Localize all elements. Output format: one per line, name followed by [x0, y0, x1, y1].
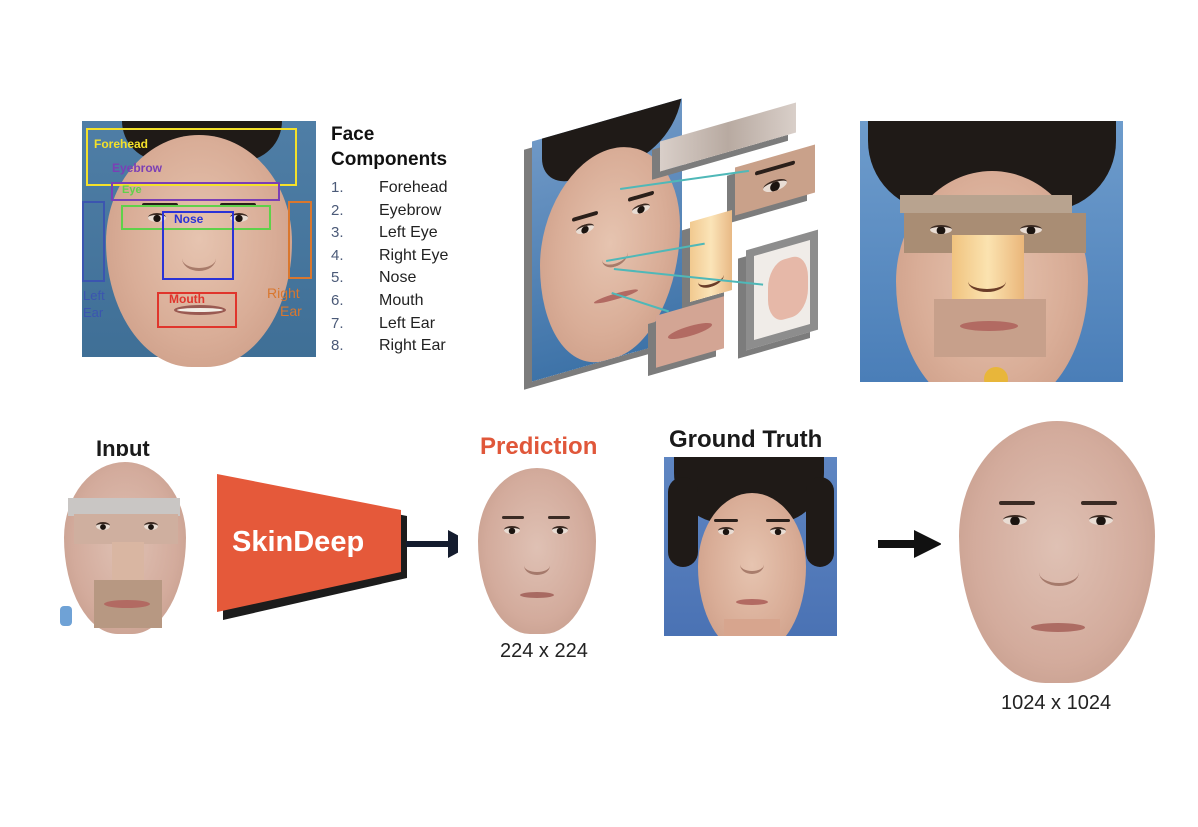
model-trapezoid — [217, 474, 401, 612]
legend-item-label: Mouth — [379, 291, 424, 309]
mouth-box — [157, 292, 237, 328]
upscaled-face — [941, 415, 1173, 690]
legend-item: 8. Right Ear — [331, 335, 448, 358]
legend-item-number: 1. — [331, 179, 344, 196]
ground-truth-label: Ground Truth — [669, 426, 823, 453]
ear-component — [746, 229, 818, 351]
right-ear-label-line1: Right — [267, 285, 300, 301]
prediction-face — [458, 464, 615, 638]
arrow-right-icon — [878, 530, 942, 558]
nose-component — [690, 209, 732, 303]
legend-item-number: 7. — [331, 314, 344, 332]
legend-title: Face Components — [331, 122, 447, 172]
legend-item: 6. Mouth — [331, 290, 448, 313]
composited-face-photo — [860, 121, 1123, 382]
skindeep-model-block — [217, 474, 407, 620]
legend-item-label: Eyebrow — [379, 201, 442, 219]
legend-list: 1. Forehead 2. Eyebrow 3. Left Eye 4. Right … — [331, 177, 448, 358]
model-name-label: SkinDeep — [232, 526, 365, 558]
eye-component — [735, 144, 815, 216]
legend-item-label: Left Eye — [379, 224, 438, 242]
legend-title-line2: Components — [331, 149, 448, 170]
nose-box — [162, 211, 234, 280]
upscaled-size-label: 1024 x 1024 — [1001, 692, 1112, 714]
right-ear-label-line2: Ear — [280, 303, 302, 319]
legend-item: 5. Nose — [331, 267, 448, 290]
nose — [182, 246, 216, 271]
legend-item: 3. Left Eye — [331, 222, 448, 245]
eyebrow-box — [111, 182, 280, 201]
legend-item: 1. Forehead — [331, 177, 448, 200]
right-ear-box — [288, 201, 312, 279]
mouth — [174, 305, 226, 315]
left-ear-label-line2: Ear — [83, 305, 104, 320]
left-ear-label-line1: Left — [83, 288, 105, 303]
forehead-box — [86, 128, 297, 186]
left-eye — [148, 213, 166, 222]
ground-truth-face — [664, 457, 837, 636]
eye-box-label: Eye — [122, 184, 142, 196]
prediction-label: Prediction — [480, 433, 598, 460]
legend-item-number: 3. — [331, 224, 344, 242]
eye-box — [121, 205, 271, 230]
legend-item-label: Nose — [379, 269, 417, 287]
mouth-box-label: Mouth — [169, 292, 205, 306]
input-face — [38, 456, 198, 642]
legend-item-label: Forehead — [379, 179, 448, 196]
annotated-face-photo: Forehead Eyebrow Eye Nose Mouth Left Ear… — [82, 121, 316, 367]
legend-item-number: 2. — [331, 201, 344, 219]
prediction-size-label: 224 x 224 — [500, 640, 588, 662]
right-eye — [230, 213, 248, 222]
legend-item-label: Right Ear — [379, 337, 446, 355]
left-ear-box — [82, 201, 105, 282]
legend-item: 4. Right Eye — [331, 245, 448, 268]
legend-item-number: 6. — [331, 291, 344, 309]
legend-item-label: Right Eye — [379, 246, 449, 264]
legend-item: 2. Eyebrow — [331, 200, 448, 223]
legend-item-number: 5. — [331, 269, 344, 287]
exploded-components-diagram — [520, 98, 840, 382]
forehead-box-label: Forehead — [94, 137, 149, 151]
legend-item-label: Left Ear — [379, 314, 436, 332]
legend-item-number: 4. — [331, 246, 344, 264]
nose-box-label: Nose — [174, 212, 204, 226]
legend-item: 7. Left Ear — [331, 313, 448, 336]
eyebrow-box-label: Eyebrow — [112, 161, 163, 175]
legend-title-line1: Face — [331, 124, 375, 145]
legend-item-number: 8. — [331, 337, 344, 355]
